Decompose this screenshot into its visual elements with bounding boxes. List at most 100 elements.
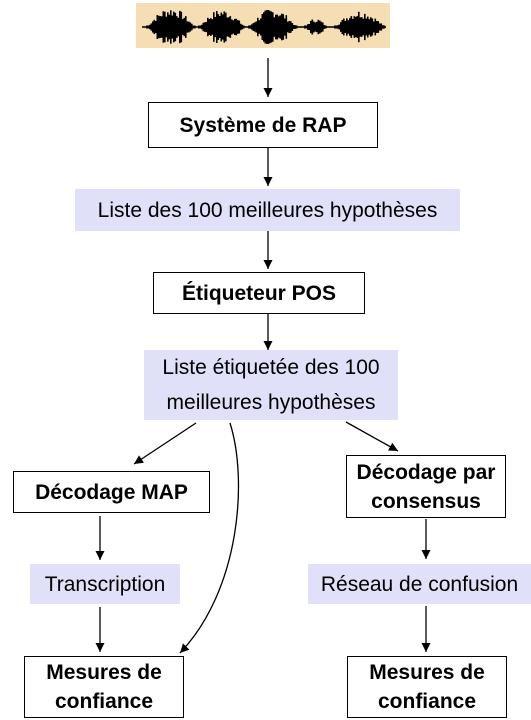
waveform-sample	[305, 25, 308, 29]
waveform-sample	[285, 15, 288, 39]
waveform-sample	[352, 18, 354, 36]
waveform-sample	[176, 16, 178, 38]
map-decoding-box: Décodage MAP	[13, 471, 210, 513]
waveform-sample	[255, 21, 258, 33]
waveform-sample	[367, 16, 369, 38]
waveform-sample	[174, 12, 177, 42]
confidence-measures-left-line2: confiance	[54, 690, 154, 713]
waveform-sample	[186, 21, 189, 33]
waveform-sample	[344, 21, 347, 33]
waveform-sample	[254, 22, 256, 32]
waveform-sample	[216, 11, 218, 43]
arrow-tagged-list-to-consensus	[345, 421, 399, 452]
waveform-sample	[252, 23, 255, 31]
waveform-signal	[146, 10, 386, 44]
waveform-sample	[323, 25, 326, 29]
waveform-sample	[177, 17, 180, 37]
waveform-sample	[279, 15, 282, 39]
waveform-sample	[264, 10, 267, 44]
waveform-sample	[213, 12, 215, 42]
waveform-sample	[191, 23, 193, 31]
transcription-label-box: Transcription	[30, 564, 180, 604]
waveform-sample	[276, 14, 279, 40]
waveform-sample	[171, 15, 174, 39]
waveform-sample	[379, 23, 381, 31]
waveform-sample	[211, 19, 214, 35]
arrow-tagged-list-to-confidence-left	[179, 422, 240, 654]
waveform-sample	[159, 16, 162, 38]
waveform-sample	[266, 10, 268, 44]
tagged-list-label-line2: meilleures hypothèses	[166, 391, 376, 414]
waveform-sample	[346, 18, 348, 36]
waveform-sample	[359, 17, 362, 37]
waveform-sample	[322, 22, 324, 32]
waveform-sample	[337, 25, 339, 29]
waveform-sample	[204, 22, 206, 32]
waveform-sample	[373, 21, 375, 33]
waveform-sample	[356, 16, 359, 38]
asr-system-label: Système de RAP	[179, 113, 347, 137]
waveform-sample	[185, 16, 187, 38]
waveform-sample	[194, 25, 196, 29]
waveform-sample	[325, 25, 327, 29]
waveform-sample	[180, 11, 183, 43]
waveform-sample	[189, 22, 192, 32]
waveform-sample	[231, 19, 233, 35]
waveform-sample	[240, 23, 242, 31]
confidence-measures-left-line1: Mesures de	[46, 661, 162, 684]
waveform-sample	[149, 24, 151, 30]
waveform-sample	[347, 20, 350, 34]
confidence-measures-right-line1: Mesures de	[369, 661, 485, 684]
waveform-sample	[284, 18, 286, 36]
waveform-sample	[304, 25, 306, 29]
waveform-sample	[182, 19, 184, 35]
waveform-sample	[222, 14, 224, 40]
waveform-sample	[383, 25, 386, 29]
waveform-sample	[335, 25, 338, 29]
waveform-sample	[353, 16, 356, 38]
waveform-sample	[225, 12, 227, 42]
waveform-sample	[241, 24, 244, 30]
waveform-sample	[290, 21, 292, 33]
waveform-sample	[235, 18, 238, 36]
waveform-sample	[377, 21, 380, 33]
waveform-sample	[361, 17, 363, 37]
waveform-sample	[370, 17, 372, 37]
confidence-measures-right-box: Mesures de confiance	[347, 656, 507, 718]
waveform-sample	[287, 21, 289, 33]
nbest-list-label: Liste des 100 meilleures hypothèses	[97, 198, 438, 222]
waveform-sample	[167, 12, 169, 42]
waveform-sample	[263, 12, 265, 42]
waveform-sample	[319, 20, 321, 34]
waveform-sample	[291, 23, 294, 31]
waveform-sample	[310, 20, 312, 34]
waveform-sample	[188, 21, 190, 33]
waveform-sample	[153, 19, 156, 35]
waveform-sample	[232, 20, 235, 34]
waveform-sample	[270, 11, 273, 43]
waveform-sample	[294, 25, 297, 29]
consensus-decoding-label-line1: Décodage par	[356, 460, 496, 484]
waveform-sample	[173, 11, 175, 43]
confidence-measures-right-line2: confiance	[377, 690, 477, 713]
map-decoding-label: Décodage MAP	[35, 480, 188, 504]
waveform-sample	[340, 22, 342, 32]
waveform-sample	[281, 13, 283, 41]
waveform-sample	[371, 18, 374, 36]
waveform-sample	[382, 25, 384, 29]
waveform-sample	[338, 24, 341, 30]
waveform-sample	[358, 11, 360, 43]
waveform-sample	[217, 14, 220, 40]
waveform-sample	[202, 22, 205, 32]
waveform-sample	[219, 15, 221, 39]
tagged-list-label-box: Liste étiquetée des 100 meilleures hypot…	[144, 350, 398, 420]
transcription-label: Transcription	[44, 572, 166, 596]
pos-tagger-label: Étiqueteur POS	[181, 281, 337, 305]
waveform-sample	[261, 14, 264, 40]
waveform-sample	[214, 16, 217, 38]
confidence-measures-left-box: Mesures de confiance	[24, 656, 184, 718]
pos-tagger-box: Étiqueteur POS	[153, 272, 365, 314]
waveform-sample	[155, 21, 157, 33]
waveform-sample	[198, 25, 200, 29]
waveform-sample	[192, 25, 195, 29]
